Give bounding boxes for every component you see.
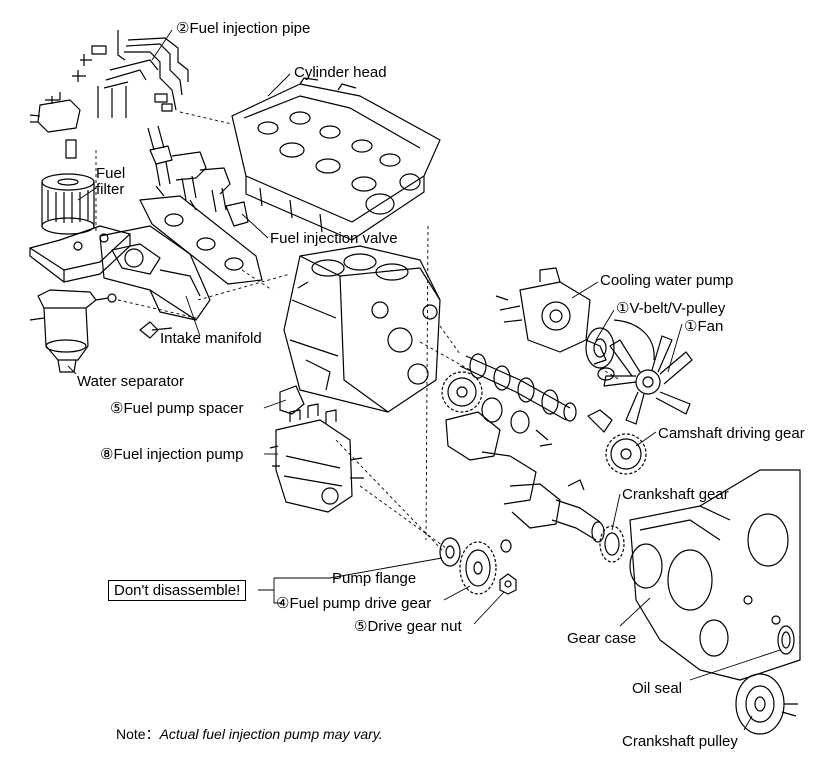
- label-fuel-injection-pump: ⑧Fuel injection pump: [100, 446, 244, 463]
- fuel-injection-valve-part: [147, 125, 249, 227]
- label-crankshaft-pulley: Crankshaft pulley: [622, 733, 738, 750]
- label-v-belt-pulley: ①V-belt/V-pulley: [616, 300, 726, 317]
- label-fuel-injection-pipe: ②Fuel injection pipe: [176, 20, 311, 37]
- crankshaft-pulley-part: [735, 673, 798, 735]
- fan-part: [603, 335, 693, 425]
- label-crankshaft-gear: Crankshaft gear: [622, 486, 729, 503]
- assembly-dash-lines: [95, 111, 621, 553]
- idler-gear-part: [441, 371, 553, 447]
- note: Note：Actual fuel injection pump may vary…: [116, 724, 383, 744]
- camshaft-driving-gear-part: [587, 409, 647, 475]
- label-fuel-pump-drive-gear: ④Fuel pump drive gear: [276, 595, 432, 612]
- note-text: Actual fuel injection pump may vary.: [159, 726, 383, 742]
- fuel-pump-spacer-part: [279, 385, 305, 415]
- pump-flange-part: [439, 537, 461, 567]
- camshaft-part: [459, 353, 577, 422]
- label-pump-flange: Pump flange: [332, 570, 417, 587]
- label-intake-manifold: Intake manifold: [160, 330, 262, 347]
- drive-gear-nut-part: [499, 573, 517, 595]
- intake-manifold-part: [99, 225, 211, 339]
- label-cooling-water-pump: Cooling water pump: [600, 272, 734, 289]
- fuel-injection-pipe-part: [72, 30, 189, 118]
- fuel-filter-part: [29, 92, 95, 235]
- intake-gasket-part: [139, 195, 263, 285]
- label-cylinder-head: Cylinder head: [294, 64, 387, 81]
- filter-bracket-part: [29, 225, 131, 283]
- fuel-injection-pump-part: [269, 403, 364, 513]
- leader-lines: [67, 29, 781, 731]
- note-prefix: Note：: [116, 726, 160, 742]
- label-oil-seal: Oil seal: [632, 680, 683, 697]
- cylinder-block-part: [283, 245, 441, 413]
- cylinder-head-part: [231, 77, 441, 241]
- label-camshaft-driving-gear: Camshaft driving gear: [658, 425, 805, 442]
- gear-case-part: [629, 469, 801, 681]
- label-fan: ①Fan: [684, 318, 724, 335]
- label-fuel-pump-spacer: ⑤Fuel pump spacer: [110, 400, 244, 417]
- crankshaft-part: [445, 411, 605, 543]
- label-fuel-injection-valve: Fuel injection valve: [270, 230, 398, 247]
- label-drive-gear-nut: ⑤Drive gear nut: [354, 618, 462, 635]
- dont-disassemble-warning: Don't disassemble!: [108, 580, 247, 601]
- water-separator-part: [29, 289, 117, 373]
- cooling-water-pump-part: [495, 267, 607, 365]
- oil-seal-part: [777, 625, 795, 655]
- label-gear-case: Gear case: [567, 630, 637, 647]
- crankshaft-gear-part: [599, 525, 625, 563]
- label-fuel-filter-line1: Fuel: [96, 165, 126, 182]
- fuel-pump-drive-gear-part: [459, 539, 512, 595]
- label-water-separator: Water separator: [77, 373, 184, 390]
- label-fuel-filter-line2: filter: [96, 181, 125, 198]
